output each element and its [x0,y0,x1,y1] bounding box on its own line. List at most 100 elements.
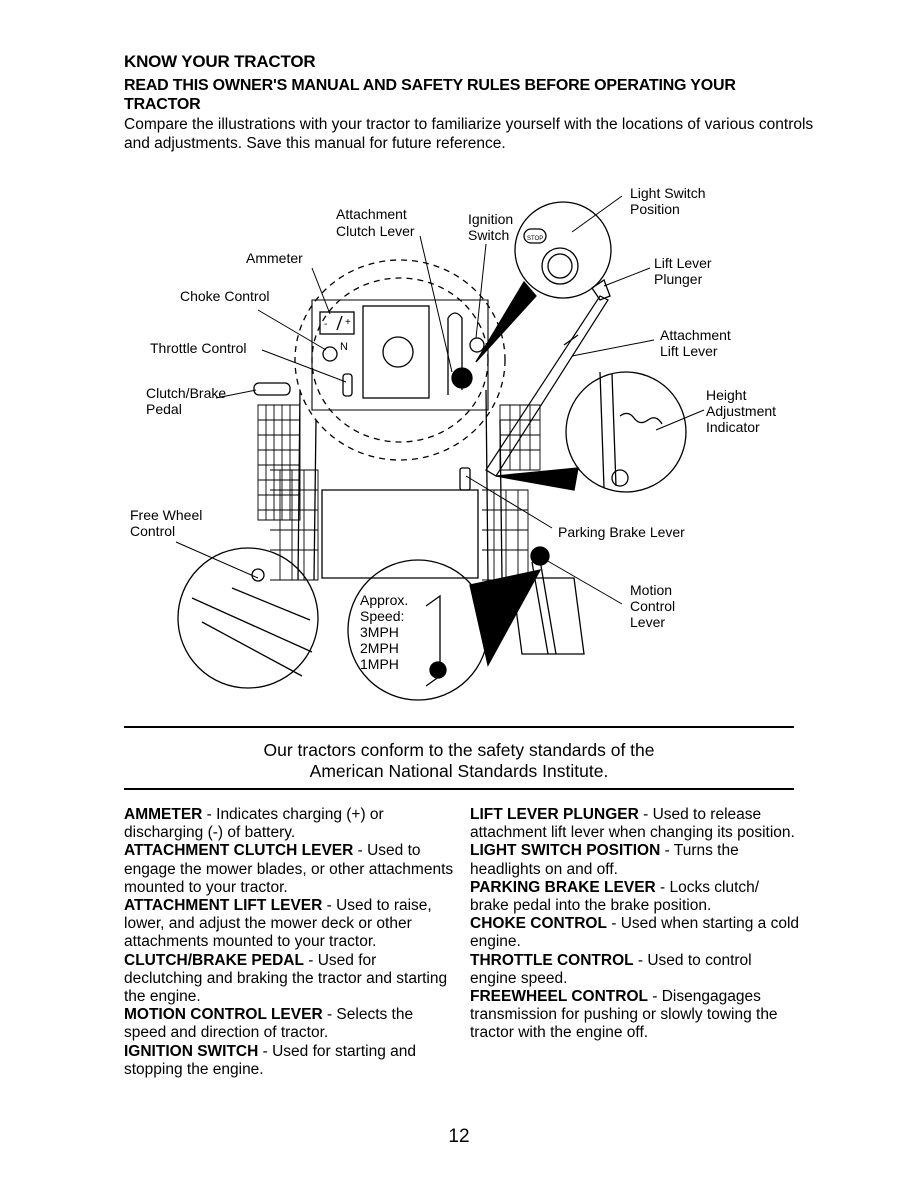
ignition-switch-inner [547,253,573,279]
definition-term: IGNITION SWITCH [124,1042,259,1060]
choke-knob [322,346,338,362]
label-height-3: Indicator [706,419,760,435]
definition-desc: - Disengagages transmission for pushing … [470,988,778,1042]
label-speed-4: 2MPH [360,640,399,656]
standards-line-2: American National Standards Institute. [309,761,609,781]
definition-desc: - Used when starting a cold engine. [470,915,800,951]
dashboard-panel [311,299,489,411]
height-zoom-circle [565,371,687,493]
free-wheel-zoom-circle [177,547,319,689]
definition-desc: - Locks clutch/ brake pedal into the bra… [470,878,760,915]
label-motion-1: Motion [630,582,672,598]
center-display [362,305,430,399]
definition-item: CHOKE CONTROL - Used when starting a col… [470,915,800,951]
definitions-left-column: AMMETER - Indicates charging (+) or disc… [124,806,454,1079]
definition-desc: - Used to control engine speed. [470,951,752,987]
definitions-right-column: LIFT LEVER PLUNGER - Used to release att… [470,806,800,1043]
free-wheel-frame [191,587,313,677]
leader-lines [175,195,705,605]
label-speed-5: 1MPH [360,656,399,672]
definition-desc: - Indicates charging (+) or discharging … [124,806,384,842]
label-free-wheel-1: Free Wheel [130,507,202,523]
label-height-2: Adjustment [706,403,776,419]
definition-desc: - Used for starting and stopping the eng… [124,1042,416,1078]
motion-lever-knob [530,546,550,566]
definition-term: LIGHT SWITCH POSITION [470,842,661,860]
label-motion-2: Control [630,598,675,614]
lift-lever-grip [563,334,579,346]
label-attachment-lift-2: Lift Lever [660,343,718,359]
definition-term: AMMETER [124,806,203,823]
left-footrest-grid [257,404,319,581]
seat-outline [321,489,479,579]
ignition-key [469,337,485,353]
definition-term: CHOKE CONTROL [470,915,607,933]
definition-term: PARKING BRAKE LEVER [470,878,656,896]
label-choke: Choke Control [180,288,270,304]
stop-badge-text: STOP [527,236,543,242]
definition-item: ATTACHMENT CLUTCH LEVER - Used to engage… [124,842,454,897]
clutch-brake-pedal [253,382,291,396]
definition-item: LIGHT SWITCH POSITION - Turns the headli… [470,842,800,878]
definition-item: MOTION CONTROL LEVER - Selects the speed… [124,1006,454,1042]
height-bolt [611,469,629,487]
motion-lever-housing [511,577,585,655]
label-ammeter: Ammeter [246,250,303,266]
label-throttle: Throttle Control [150,340,246,356]
label-attachment-lift-1: Attachment [660,327,731,343]
definition-term: LIFT LEVER PLUNGER [470,806,639,823]
definition-item: FREEWHEEL CONTROL - Disengagages transmi… [470,988,800,1043]
definition-item: LIFT LEVER PLUNGER - Used to release att… [470,806,800,842]
label-attachment-clutch-1: Attachment [336,206,407,222]
ammeter-gauge [319,311,355,335]
speed-knob [429,661,447,679]
free-wheel-knob [251,568,265,582]
lift-lever-plunger [591,279,611,301]
definition-item: IGNITION SWITCH - Used for starting and … [124,1043,454,1079]
definition-term: ATTACHMENT CLUTCH LEVER [124,842,354,860]
label-attachment-clutch-2: Clutch Lever [336,223,415,239]
definition-item: AMMETER - Indicates charging (+) or disc… [124,806,454,842]
definition-item: PARKING BRAKE LEVER - Locks clutch/ brak… [470,879,800,915]
dashboard-dashed-outline [294,259,506,461]
label-motion-3: Lever [630,614,665,630]
label-lift-plunger-1: Lift Lever [654,255,712,271]
motion-zoom-wedge [469,569,542,667]
label-light-switch-1: Light Switch [630,185,705,201]
ignition-switch-dial [541,247,579,285]
label-speed-3: 3MPH [360,624,399,640]
label-height-1: Height [706,387,747,403]
divider-top [124,726,794,728]
attachment-clutch-knob [451,367,473,389]
label-free-wheel-2: Control [130,523,175,539]
center-gauge-circle [382,336,414,368]
definition-desc: - Used to release attachment lift lever … [470,806,795,842]
label-parking-brake: Parking Brake Lever [558,524,685,540]
definition-item: CLUTCH/BRAKE PEDAL - Used for declutchin… [124,952,454,1007]
definition-desc: - Selects the speed and direction of tra… [124,1006,414,1042]
tractor-controls-diagram: Light Switch Position Attachment Clutch … [130,185,776,701]
ignition-zoom-circle [514,201,612,299]
speed-slot [425,594,441,687]
definition-term: ATTACHMENT LIFT LEVER [124,897,323,915]
label-clutch-brake-1: Clutch/Brake [146,385,226,401]
definition-desc: - Used to engage the mower blades, or ot… [124,842,454,896]
definition-desc: - Turns the headlights on and off. [470,842,739,878]
definition-item: ATTACHMENT LIFT LEVER - Used to raise, l… [124,897,454,952]
body-left-side [297,389,317,581]
label-lift-plunger-2: Plunger [654,271,703,287]
attachment-lift-lever [485,295,609,477]
height-zoom-wedge [495,467,579,491]
label-ignition-1: Ignition [468,211,513,227]
definition-desc: - Used to raise, lower, and adjust the m… [124,897,432,951]
definition-term: THROTTLE CONTROL [470,951,634,969]
page-number: 12 [448,1126,470,1147]
label-speed-2: Speed: [360,608,404,624]
definition-term: FREEWHEEL CONTROL [470,988,648,1006]
choke-neutral-mark: N [340,341,348,353]
label-light-switch-2: Position [630,201,680,217]
label-speed-1: Approx. [360,592,408,608]
definition-item: THROTTLE CONTROL - Used to control engin… [470,952,800,988]
divider-bottom [124,788,794,790]
throttle-lever [342,373,353,397]
